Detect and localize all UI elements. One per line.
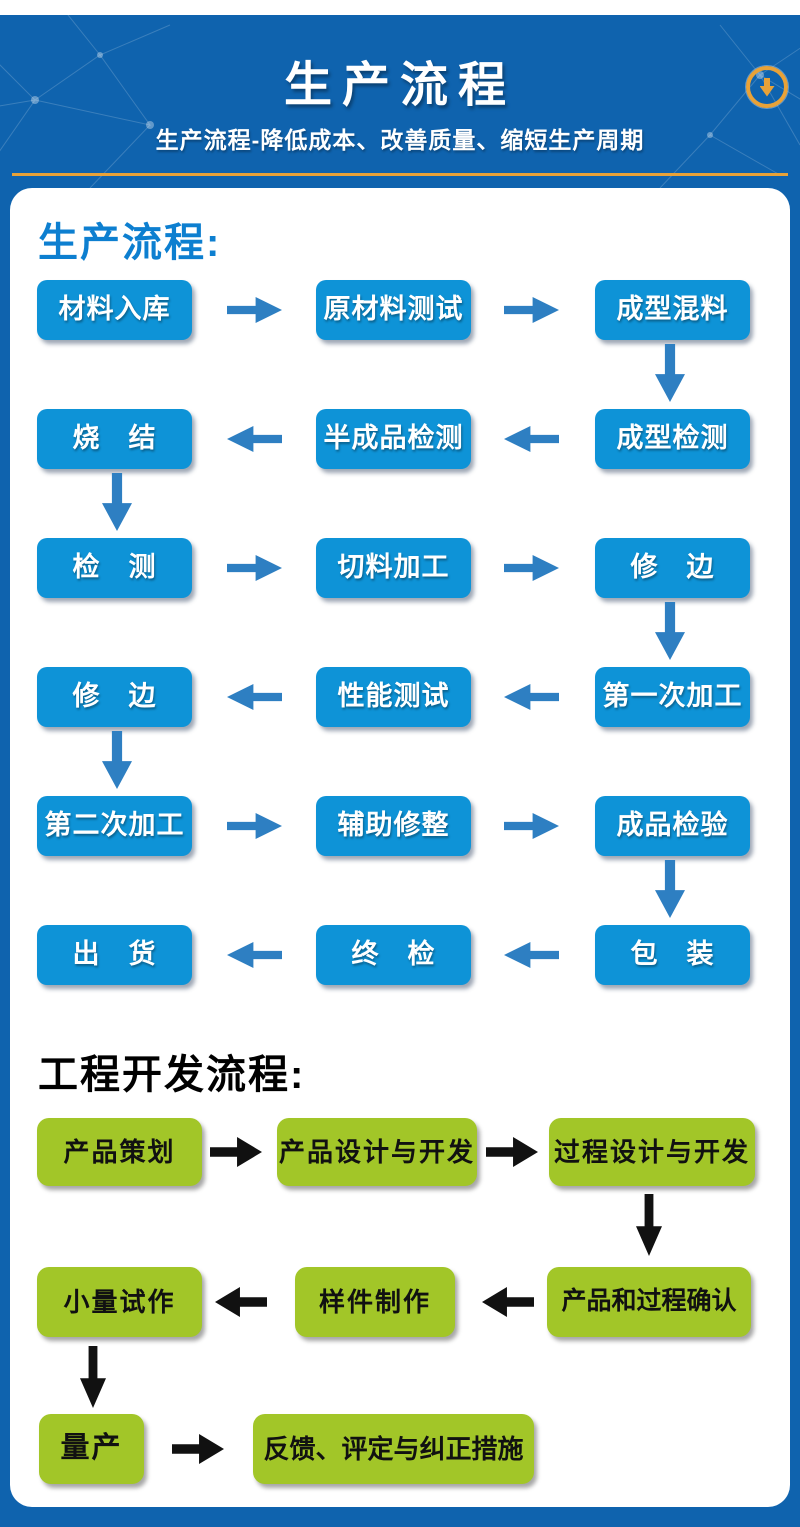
- arrow-down-icon: [655, 860, 685, 918]
- arrow-down-icon: [655, 602, 685, 660]
- arrow-left-icon: [482, 1287, 534, 1317]
- arrow-left-icon: [215, 1287, 267, 1317]
- eng-step-pilot-run: 小量试作: [37, 1267, 202, 1337]
- flow-step-perf-test: 性能测试: [316, 667, 471, 727]
- page-header: 生产流程 生产流程-降低成本、改善质量、缩短生产周期: [0, 15, 800, 188]
- arrow-left-icon: [227, 426, 282, 452]
- arrow-down-icon: [102, 731, 132, 789]
- arrow-down-icon: [655, 344, 685, 402]
- production-flow-heading: 生产流程:: [38, 221, 222, 265]
- arrow-left-icon: [227, 684, 282, 710]
- arrow-right-icon: [172, 1434, 224, 1464]
- arrow-right-icon: [486, 1137, 538, 1167]
- flow-step-material-in: 材料入库: [37, 280, 192, 340]
- eng-step-sample-make: 样件制作: [295, 1267, 455, 1337]
- flow-step-packing: 包 装: [595, 925, 750, 985]
- gold-divider: [12, 173, 788, 176]
- arrow-down-icon: [636, 1194, 662, 1256]
- flow-step-aux-trim: 辅助修整: [316, 796, 471, 856]
- flow-step-sinter: 烧 结: [37, 409, 192, 469]
- arrow-down-icon: [80, 1346, 106, 1408]
- flow-step-form-test: 成型检测: [595, 409, 750, 469]
- eng-step-confirm: 产品和过程确认: [547, 1267, 751, 1337]
- down-arrow-icon: [759, 77, 775, 97]
- engineering-flow-heading: 工程开发流程:: [38, 1053, 306, 1097]
- arrow-left-icon: [504, 942, 559, 968]
- flow-step-mix: 成型混料: [595, 280, 750, 340]
- page-title: 生产流程: [283, 59, 516, 112]
- flow-step-raw-test: 原材料测试: [316, 280, 471, 340]
- flow-step-trim-2: 修 边: [37, 667, 192, 727]
- eng-step-process-dev: 过程设计与开发: [549, 1118, 755, 1186]
- arrow-left-icon: [504, 426, 559, 452]
- arrow-right-icon: [504, 297, 559, 323]
- arrow-right-icon: [227, 813, 282, 839]
- flow-step-process-2: 第二次加工: [37, 796, 192, 856]
- arrow-right-icon: [227, 297, 282, 323]
- page-subtitle: 生产流程-降低成本、改善质量、缩短生产周期: [155, 127, 645, 153]
- top-white-strip: [0, 0, 800, 15]
- eng-step-product-dev: 产品设计与开发: [277, 1118, 477, 1186]
- eng-step-feedback: 反馈、评定与纠正措施: [253, 1414, 534, 1484]
- arrow-down-icon: [102, 473, 132, 531]
- flow-step-ship: 出 货: [37, 925, 192, 985]
- eng-step-planning: 产品策划: [37, 1118, 202, 1186]
- flow-step-final-check: 成品检验: [595, 796, 750, 856]
- flow-step-trim-1: 修 边: [595, 538, 750, 598]
- content-card: 生产流程: 材料入库 原材料测试 成型混料 烧 结 半成品检测 成型检测 检 测…: [10, 188, 790, 1507]
- flow-step-semi-test: 半成品检测: [316, 409, 471, 469]
- arrow-right-icon: [227, 555, 282, 581]
- arrow-left-icon: [504, 684, 559, 710]
- arrow-left-icon: [227, 942, 282, 968]
- flow-step-final-insp: 终 检: [316, 925, 471, 985]
- arrow-right-icon: [504, 813, 559, 839]
- flow-step-cutting: 切料加工: [316, 538, 471, 598]
- circle-down-arrow-icon[interactable]: [746, 66, 788, 108]
- eng-step-mass-production: 量产: [39, 1414, 144, 1484]
- flow-step-inspect: 检 测: [37, 538, 192, 598]
- arrow-right-icon: [504, 555, 559, 581]
- flow-step-process-1: 第一次加工: [595, 667, 750, 727]
- arrow-right-icon: [210, 1137, 262, 1167]
